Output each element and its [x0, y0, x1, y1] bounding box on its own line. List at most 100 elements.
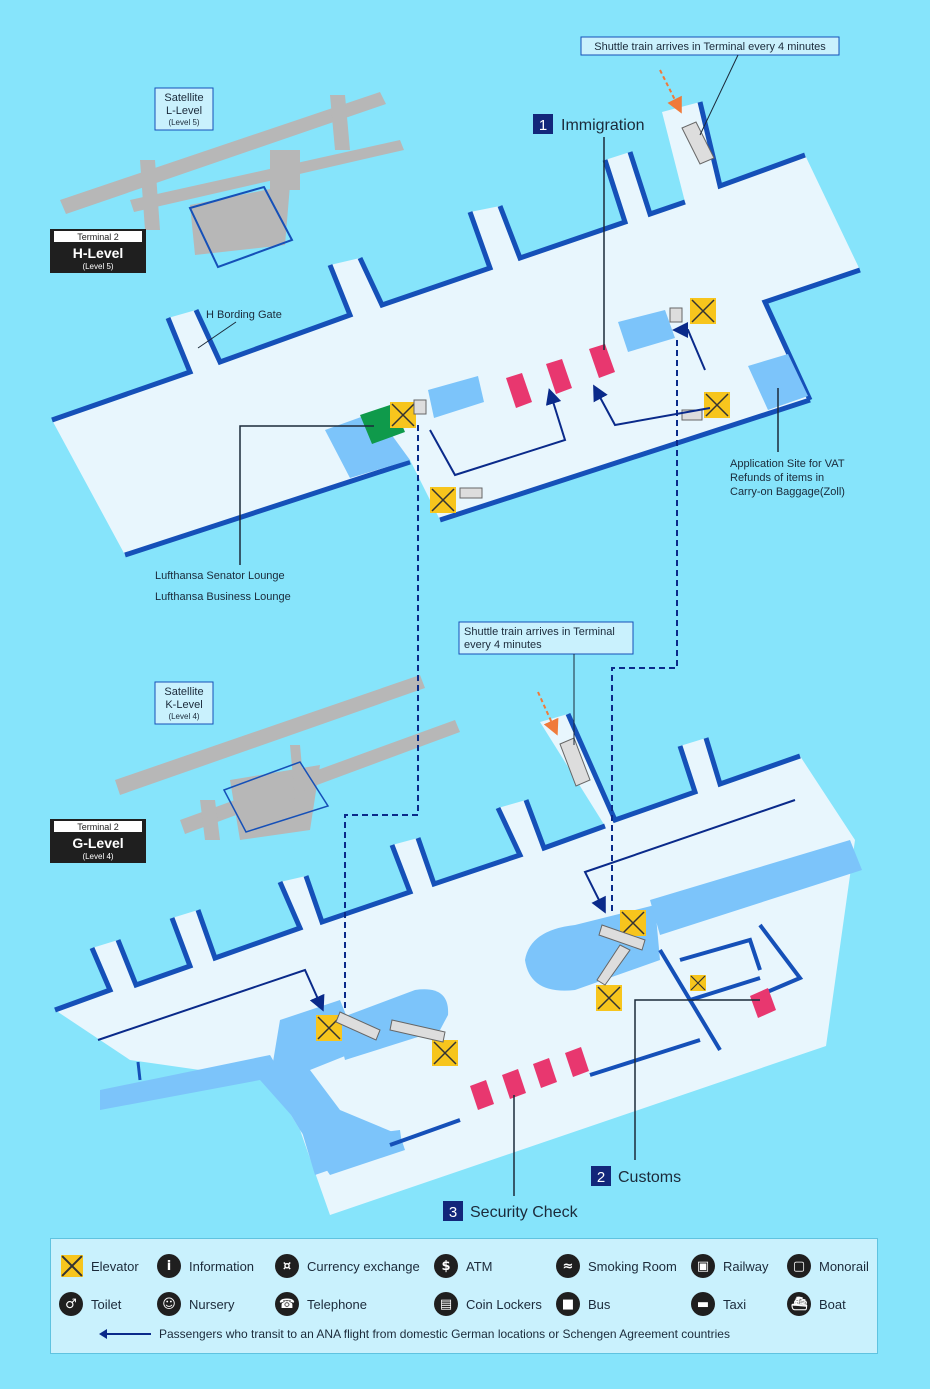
elevator-icon [704, 392, 730, 418]
security-counter [470, 1080, 494, 1110]
legend-currency: ¤ Currency exchange [275, 1254, 420, 1278]
boat-icon: ⛴ [787, 1292, 811, 1316]
legend-label: Toilet [91, 1296, 122, 1312]
bus-icon: ■ [556, 1292, 580, 1316]
satellite-l-outline [188, 185, 294, 269]
immigration-counter [506, 373, 532, 408]
escalator [596, 944, 631, 986]
information-icon: i [157, 1254, 181, 1278]
satellite-k-level: K-Level [165, 699, 202, 711]
h-level-floor: (Level 5) [82, 262, 113, 271]
escalator [681, 409, 703, 421]
g-level-floor [54, 691, 862, 1215]
legend-label: Information [189, 1258, 255, 1274]
terminal-h-label: Terminal 2 [77, 232, 119, 242]
security-counter [565, 1047, 589, 1077]
legend-monorail: ▢Monorail [787, 1254, 869, 1278]
transit-route-dashed [611, 340, 678, 915]
legend-bus: ■ Bus [556, 1292, 610, 1316]
elevator-icon [316, 1015, 342, 1041]
legend-label: Boat [819, 1296, 846, 1312]
taxi-icon: ▬ [691, 1292, 715, 1316]
security-counter [533, 1058, 557, 1088]
monorail-icon: ▢ [787, 1254, 811, 1278]
h-level-title: H-Level [73, 245, 124, 261]
transit-route [672, 322, 706, 371]
legend-note-text: Passengers who transit to an ANA flight … [159, 1327, 730, 1341]
legend-label: Smoking Room [588, 1258, 677, 1274]
transit-route [429, 388, 567, 477]
legend-label: Nursery [189, 1296, 235, 1312]
elevator-icon [430, 487, 456, 513]
satellite-k-floor: (Level 4) [168, 712, 199, 721]
senator-lounge-label: Lufthansa Senator Lounge [155, 570, 285, 582]
elevator-icon [61, 1255, 83, 1277]
legend-information: i Information [157, 1254, 254, 1278]
h-boarding-gate-label: H Bording Gate [206, 309, 282, 321]
legend-transit-note: Passengers who transit to an ANA flight … [99, 1327, 730, 1341]
shuttle-note-lower-2: every 4 minutes [464, 639, 542, 651]
escalator [389, 1019, 446, 1043]
legend-label: Coin Lockers [466, 1296, 542, 1312]
business-lounge-label: Lufthansa Business Lounge [155, 591, 291, 603]
legend-label: Telephone [307, 1296, 367, 1312]
legend-label: Elevator [91, 1258, 139, 1274]
transit-route [583, 799, 796, 914]
escalator [335, 1011, 381, 1041]
legend-label: Taxi [723, 1296, 747, 1312]
vat-line-2: Refunds of items in [730, 472, 824, 484]
legend-elevator: Elevator [61, 1255, 139, 1277]
vat-line-3: Carry-on Baggage(Zoll) [730, 486, 845, 498]
legend-nursery: ☺ Nursery [157, 1292, 235, 1316]
legend-label: Railway [723, 1258, 769, 1274]
vat-line-1: Application Site for VAT [730, 458, 845, 470]
escalator [459, 487, 483, 499]
customs-counter [750, 988, 776, 1018]
railway-icon: ▣ [691, 1254, 715, 1278]
transit-route [593, 384, 711, 427]
legend-atm: $ATM [434, 1254, 492, 1278]
immigration-number: 1 [539, 117, 547, 134]
legend-label: Bus [588, 1296, 611, 1312]
legend-railway: ▣ Railway [691, 1254, 769, 1278]
currency-exchange-icon: ¤ [275, 1254, 299, 1278]
telephone-icon: ☎ [275, 1292, 299, 1316]
smoking-room-icon: ≈ [556, 1254, 580, 1278]
coin-lockers-icon: ▤ [434, 1292, 458, 1316]
satellite-k-outline [222, 761, 330, 833]
security-label: Security Check [470, 1204, 579, 1221]
shuttle-train [559, 737, 591, 787]
shuttle-note-upper: Shuttle train arrives in Terminal every … [594, 41, 826, 53]
legend-toilet: ♂Toilet [59, 1292, 121, 1316]
g-level-floor: (Level 4) [82, 852, 113, 861]
security-counter [502, 1069, 526, 1099]
satellite-k-title: Satellite [164, 686, 203, 698]
elevator-icon [690, 298, 716, 324]
escalator [669, 307, 683, 323]
satellite-l-level: L-Level [166, 105, 202, 117]
elevator-icon [596, 985, 622, 1011]
legend-coin-lockers: ▤ Coin Lockers [434, 1292, 542, 1316]
satellite-l-floor: (Level 5) [168, 118, 199, 127]
legend-boat: ⛴ Boat [787, 1292, 846, 1316]
elevator-icon [690, 975, 706, 991]
satellite-l-building [60, 92, 404, 255]
satellite-k-building [115, 675, 460, 840]
terminal-g-label: Terminal 2 [77, 822, 119, 832]
legend-smoking: ≈ Smoking Room [556, 1254, 677, 1278]
legend-label: Currency exchange [307, 1258, 420, 1274]
elevator-icon [620, 910, 646, 936]
transit-route-dashed [344, 425, 419, 1010]
immigration-label: Immigration [561, 117, 645, 134]
transit-arrow-icon [99, 1329, 151, 1339]
customs-number: 2 [597, 1169, 605, 1186]
elevator-icon [432, 1040, 458, 1066]
escalator [598, 924, 646, 951]
nursery-icon: ☺ [157, 1292, 181, 1316]
legend: Elevator i Information ¤ Currency exchange… [50, 1238, 878, 1354]
immigration-counter [546, 359, 572, 394]
shuttle-train [681, 121, 715, 165]
elevator-icon [390, 402, 416, 428]
customs-label: Customs [618, 1169, 681, 1186]
